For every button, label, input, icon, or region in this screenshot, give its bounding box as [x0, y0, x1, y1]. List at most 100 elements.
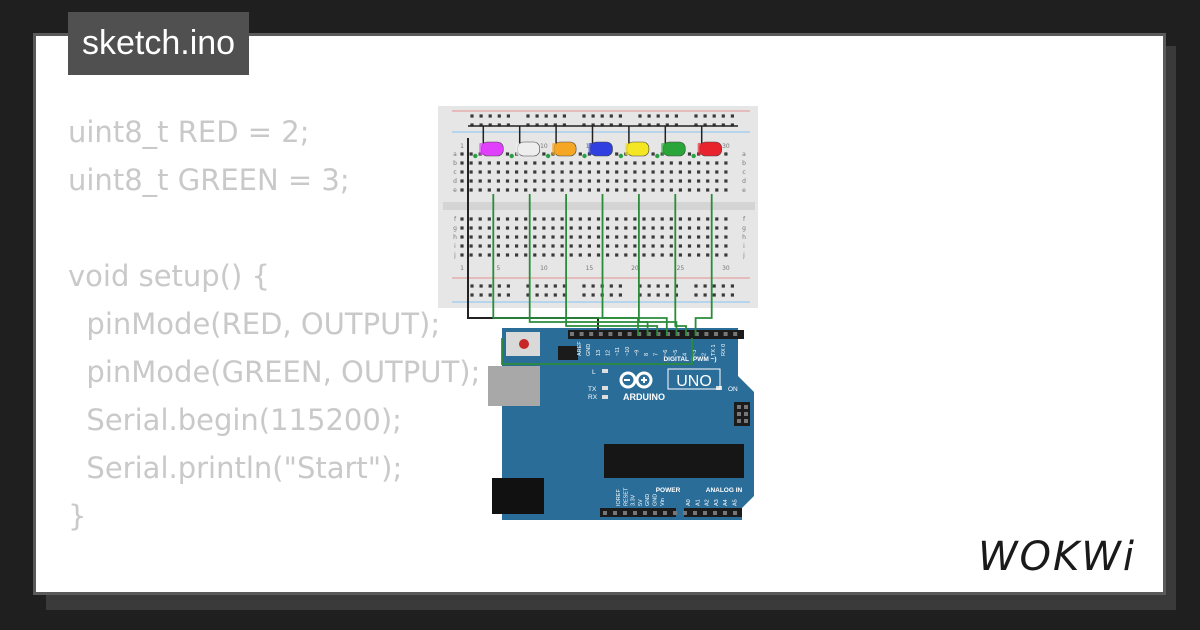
led-white[interactable] [509, 141, 540, 159]
header-pin [704, 332, 709, 336]
rail-hole [582, 114, 586, 118]
rail-hole [618, 284, 622, 288]
breadboard-hole [478, 161, 482, 165]
breadboard-hole [515, 188, 519, 192]
breadboard-hole [524, 179, 528, 183]
file-tab[interactable]: sketch.ino [68, 12, 250, 75]
breadboard-hole [505, 152, 510, 156]
rail-hole [665, 293, 669, 297]
rail-hole [647, 284, 651, 288]
led-yellow[interactable] [618, 141, 650, 159]
led-red[interactable] [691, 141, 723, 159]
pin-label: GND [645, 494, 651, 506]
file-tab-title: sketch.ino [82, 24, 236, 62]
breadboard-hole [715, 188, 719, 192]
rail-hole [562, 123, 566, 127]
pin-label: 2 [702, 353, 708, 356]
rail-hole [488, 123, 492, 127]
breadboard-hole [651, 152, 655, 156]
header-pin [637, 332, 642, 336]
breadboard-hole [533, 253, 537, 257]
rail-hole [497, 284, 501, 288]
breadboard-hole [669, 188, 673, 192]
led-orange[interactable] [545, 141, 577, 159]
header-pin [608, 332, 613, 336]
breadboard-hole [687, 253, 692, 257]
breadboard-label: j [453, 252, 456, 259]
breadboard-label: h [742, 234, 746, 241]
pin-label: A1 [695, 499, 701, 506]
rail-hole [506, 114, 510, 118]
breadboard-hole [533, 170, 537, 174]
header-pin [623, 511, 627, 515]
breadboard-hole [551, 235, 555, 239]
header-pin [663, 511, 667, 515]
breadboard-hole [469, 217, 473, 221]
rail-hole [526, 284, 530, 288]
breadboard-hole [551, 161, 555, 165]
breadboard-hole [724, 235, 728, 239]
rail-hole [479, 293, 483, 297]
rail-hole [712, 123, 716, 127]
breadboard-hole [515, 226, 519, 230]
breadboard-hole [660, 161, 664, 165]
reset-button[interactable] [519, 339, 529, 349]
led-blue[interactable] [582, 141, 613, 159]
breadboard-hole [615, 217, 619, 221]
breadboard-hole [724, 170, 728, 174]
breadboard-hole [678, 244, 682, 248]
breadboard-hole [505, 235, 510, 239]
header-pin [693, 511, 697, 515]
header-pin [633, 511, 637, 515]
breadboard-hole [515, 235, 519, 239]
header-pin [643, 511, 647, 515]
rail-hole [582, 293, 586, 297]
rail-hole [647, 114, 651, 118]
breadboard-hole [642, 226, 646, 230]
breadboard-hole [569, 226, 573, 230]
rail-hole [553, 293, 557, 297]
breadboard-hole [633, 253, 637, 257]
analog-header-label: ANALOG IN [706, 487, 743, 494]
pin-label: ~3 [692, 350, 698, 356]
breadboard-hole [687, 244, 692, 248]
rail-hole [703, 123, 707, 127]
breadboard-hole [542, 188, 546, 192]
rail-hole [470, 123, 474, 127]
rail-hole [553, 114, 557, 118]
led-green[interactable] [655, 141, 686, 159]
led-magenta[interactable] [473, 141, 504, 159]
breadboard-hole [478, 170, 482, 174]
rail-hole [591, 293, 595, 297]
breadboard-hole [524, 235, 528, 239]
rail-hole [600, 114, 604, 118]
breadboard-hole [651, 244, 655, 248]
breadboard-hole [542, 253, 546, 257]
breadboard-hole [706, 170, 710, 174]
rail-hole [562, 284, 566, 288]
breadboard-hole [524, 226, 528, 230]
breadboard-hole [469, 244, 473, 248]
rail-hole [553, 284, 557, 288]
breadboard-label: 1 [460, 265, 464, 272]
breadboard-label: d [453, 178, 457, 185]
breadboard-hole [724, 188, 728, 192]
breadboard-hole [569, 244, 573, 248]
breadboard-hole [687, 152, 692, 156]
header-pin [570, 332, 574, 336]
pin-label: TX 1 [711, 344, 717, 356]
rail-hole [656, 293, 660, 297]
breadboard-hole [496, 244, 500, 248]
breadboard-hole [651, 179, 655, 183]
pin-label: A4 [723, 499, 729, 506]
breadboard-hole [615, 152, 619, 156]
breadboard-hole [660, 179, 664, 183]
header-pin [713, 511, 717, 515]
breadboard-hole [624, 244, 628, 248]
pin-label: ~11 [615, 347, 621, 356]
pin-label: 4 [682, 353, 688, 356]
breadboard-hole [669, 235, 673, 239]
breadboard-hole [578, 161, 582, 165]
breadboard-hole [478, 253, 482, 257]
breadboard-hole [669, 170, 673, 174]
